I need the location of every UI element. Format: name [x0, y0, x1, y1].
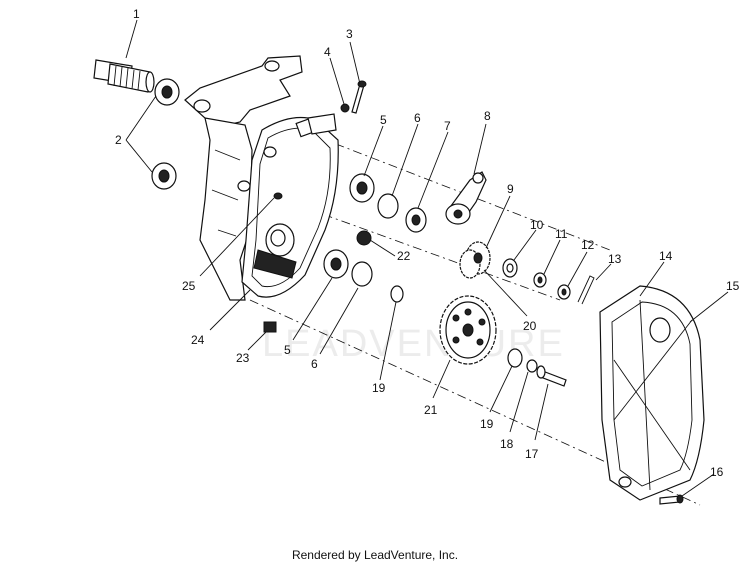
callout-23: 23: [236, 351, 250, 365]
part-washer-18: [526, 359, 538, 373]
part-drain-plug: [263, 321, 277, 333]
callout-9: 9: [507, 182, 514, 196]
callout-8: 8: [484, 109, 491, 123]
callout-22: 22: [397, 249, 411, 263]
callout-16: 16: [710, 465, 724, 479]
callout-3: 3: [346, 27, 353, 41]
callout-1: 1: [133, 7, 140, 21]
callout-15: 15: [726, 279, 740, 293]
callout-5-lower: 5: [284, 343, 291, 357]
callout-17: 17: [525, 447, 539, 461]
part-chaincase-cover: [599, 285, 705, 501]
part-nut-22: [356, 230, 372, 246]
part-cotter-pin: [577, 275, 595, 305]
part-nut-12: [557, 284, 571, 300]
part-tensioner-arm: [445, 171, 487, 225]
part-nut-4: [340, 103, 350, 113]
part-ring-lower: [351, 261, 373, 287]
callout-6-upper: 6: [414, 111, 421, 125]
part-washer-19-right: [507, 348, 523, 368]
part-washer-10: [502, 258, 518, 278]
callout-19-left: 19: [372, 381, 386, 395]
part-bearing-upper: [349, 173, 375, 203]
callout-10: 10: [530, 218, 544, 232]
callout-24: 24: [191, 333, 205, 347]
callout-5-upper: 5: [380, 113, 387, 127]
part-screw-25: [273, 192, 283, 200]
part-chaincase-housing: [184, 55, 339, 301]
part-bearing-7: [405, 207, 427, 233]
part-bolt-16: [659, 494, 684, 505]
part-seals: [151, 78, 180, 190]
part-bolt-17: [536, 365, 567, 387]
callout-7: 7: [444, 119, 451, 133]
part-washer-19-left: [390, 285, 404, 303]
callout-13: 13: [608, 252, 622, 266]
callout-labels: 1 2 3 4 5 6 7 8 9 10 11 12 13 14 15 16 1…: [115, 7, 740, 479]
callout-20: 20: [523, 319, 537, 333]
part-driven-sprocket: [439, 295, 497, 365]
callout-12: 12: [581, 238, 595, 252]
callout-18: 18: [500, 437, 514, 451]
callout-19-right: 19: [480, 417, 494, 431]
footer-credit: Rendered by LeadVenture, Inc.: [291, 548, 459, 562]
callout-21: 21: [424, 403, 438, 417]
callout-6-lower: 6: [311, 357, 318, 371]
callout-4: 4: [324, 45, 331, 59]
part-bolt-3: [351, 80, 367, 114]
callout-14: 14: [659, 249, 673, 263]
part-bearing-lower: [323, 249, 349, 279]
part-drive-sprocket: [459, 241, 491, 279]
part-ring-upper: [377, 193, 399, 219]
part-washer-11: [533, 272, 547, 288]
callout-11: 11: [555, 227, 568, 241]
part-shaft: [93, 59, 155, 93]
leader-lines: [125, 19, 729, 497]
callout-2: 2: [115, 133, 122, 147]
callout-25: 25: [182, 279, 196, 293]
